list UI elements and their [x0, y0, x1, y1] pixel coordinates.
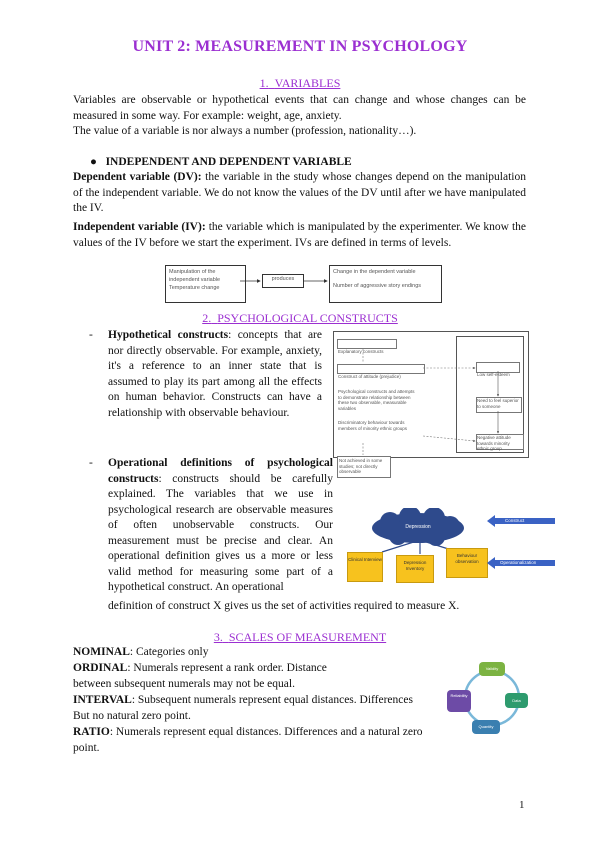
- scale-ordinal: ORDINAL: Numerals represent a rank order…: [73, 661, 363, 692]
- diagram-frame: [333, 331, 529, 458]
- page-number: 1: [519, 799, 525, 811]
- independent-variable-paragraph: Independent variable (IV): the variable …: [73, 220, 526, 251]
- diagram-text: Need to feel superior to someone: [477, 398, 519, 409]
- hc-term: Hypothetical constructs: [108, 329, 229, 341]
- construct-arrow-label: Construct: [505, 518, 525, 523]
- operationalization-arrow-label: Operationalization: [500, 560, 537, 565]
- attitude-box: Construct of attitude (prejudice): [337, 364, 425, 379]
- od-text: : constructs should be carefully explain…: [108, 472, 333, 594]
- section-number: 2.: [202, 311, 212, 325]
- diagram-text: Not achieved in some studies; not direct…: [339, 458, 383, 474]
- flow-text: Number of aggressive story endings: [333, 283, 422, 289]
- dv-term: Dependent variable (DV):: [73, 171, 202, 183]
- scale-text: : Categories only: [129, 646, 209, 658]
- dv-text: the variable in the study whose changes …: [73, 171, 526, 214]
- cloud-label: Depression: [405, 524, 431, 530]
- variables-note: The value of a variable is nor always a …: [73, 125, 417, 137]
- section-heading-scales: 3. SCALES OF MEASUREMENT: [0, 630, 600, 645]
- scale-term: ORDINAL: [73, 662, 128, 674]
- bullet-label: INDEPENDENT AND DEPENDENT VARIABLE: [105, 156, 352, 168]
- dash-marker: -: [89, 329, 93, 341]
- flow-text: independent variable: [169, 277, 221, 283]
- section-title: SCALES OF MEASUREMENT: [228, 630, 387, 644]
- section-number: 1.: [259, 76, 269, 90]
- diagram-connectors: [362, 349, 500, 455]
- flow-text: Temperature change: [169, 285, 220, 291]
- scale-nominal: NOMINAL: Categories only: [73, 645, 423, 661]
- not-achieved-box: Not achieved in some studies; not direct…: [337, 456, 391, 478]
- flow-box-change: Change in the dependent variable Number …: [329, 265, 442, 303]
- section-heading-constructs: 2. PSYCHOLOGICAL CONSTRUCTS: [0, 311, 600, 326]
- variables-definition: Variables are observable or hypothetical…: [73, 94, 526, 122]
- diagram-text: Discriminatory behaviour towards members…: [338, 420, 408, 431]
- bullet-item: ● INDEPENDENT AND DEPENDENT VARIABLE: [90, 155, 510, 171]
- flow-text: Manipulation of the: [169, 269, 216, 275]
- scale-text: : Numerals represent a rank order. Dista…: [73, 662, 327, 690]
- diagram-text: Psychological constructs and attempts to…: [338, 389, 415, 411]
- dash-marker: -: [89, 457, 93, 469]
- diagram-text: Low self-esteem: [477, 372, 510, 377]
- section-heading-variables: 1. VARIABLES: [0, 76, 600, 91]
- cycle-node-validity: Validity: [479, 662, 505, 676]
- hypothetical-constructs-paragraph: Hypothetical constructs: concepts that a…: [108, 328, 322, 421]
- scale-text: : Subsequent numerals represent equal di…: [73, 694, 413, 722]
- section-title: VARIABLES: [274, 76, 341, 90]
- scale-term: RATIO: [73, 726, 110, 738]
- dependent-variable-paragraph: Dependent variable (DV): the variable in…: [73, 170, 526, 217]
- bullet-icon: ●: [90, 156, 106, 168]
- depression-inventory-box: Depression Inventory: [396, 555, 434, 583]
- need-superior-box: Need to feel superior to someone: [476, 397, 522, 413]
- iv-text: the variable which is manipulated by the…: [73, 221, 526, 249]
- scale-text: : Numerals represent equal distances. Di…: [73, 726, 423, 754]
- cycle-node-data: Data: [505, 693, 528, 708]
- cloud-shape: [372, 508, 464, 546]
- flow-text: Change in the dependent variable: [333, 269, 416, 275]
- flow-box-manipulation: Manipulation of the independent variable…: [165, 265, 246, 303]
- cycle-node-reliability: Reliability: [447, 690, 471, 712]
- behaviour-observation-box: Behaviour observation: [446, 548, 488, 578]
- od-term: Operational definitions of psychological…: [108, 457, 333, 485]
- hc-text: : concepts that are nor directly observa…: [108, 329, 322, 419]
- iv-term: Independent variable (IV):: [73, 221, 206, 233]
- flow-box-produces: produces: [262, 274, 304, 288]
- blue-arrows: [487, 515, 555, 569]
- cycle-node-quantity: Quantity: [472, 720, 500, 734]
- scale-term: INTERVAL: [73, 694, 132, 706]
- diagram-text: Explanatory constructs: [338, 349, 384, 354]
- flow-arrows: [240, 279, 328, 283]
- diagram-text: Construct of attitude (prejudice): [338, 374, 401, 379]
- diagram-text: Negative attitude towards minority ethni…: [477, 435, 511, 451]
- operational-definitions-paragraph: Operational definitions of psychological…: [108, 456, 333, 596]
- section-title: PSYCHOLOGICAL CONSTRUCTS: [217, 311, 398, 325]
- operational-definitions-end: definition of construct X gives us the s…: [108, 600, 460, 612]
- explanatory-box: Explanatory constructs: [337, 339, 397, 354]
- page-title: UNIT 2: MEASUREMENT IN PSYCHOLOGY: [132, 38, 468, 55]
- scale-ratio: RATIO: Numerals represent equal distance…: [73, 725, 428, 756]
- scale-term: NOMINAL: [73, 646, 130, 658]
- diagram-inner-frame: [456, 336, 524, 453]
- negative-attitude-box: Negative attitude towards minority ethni…: [476, 434, 524, 451]
- scale-interval: INTERVAL: Subsequent numerals represent …: [73, 693, 428, 724]
- clinical-interview-box: Clinical Interview: [347, 552, 383, 582]
- section-number: 3.: [213, 630, 223, 644]
